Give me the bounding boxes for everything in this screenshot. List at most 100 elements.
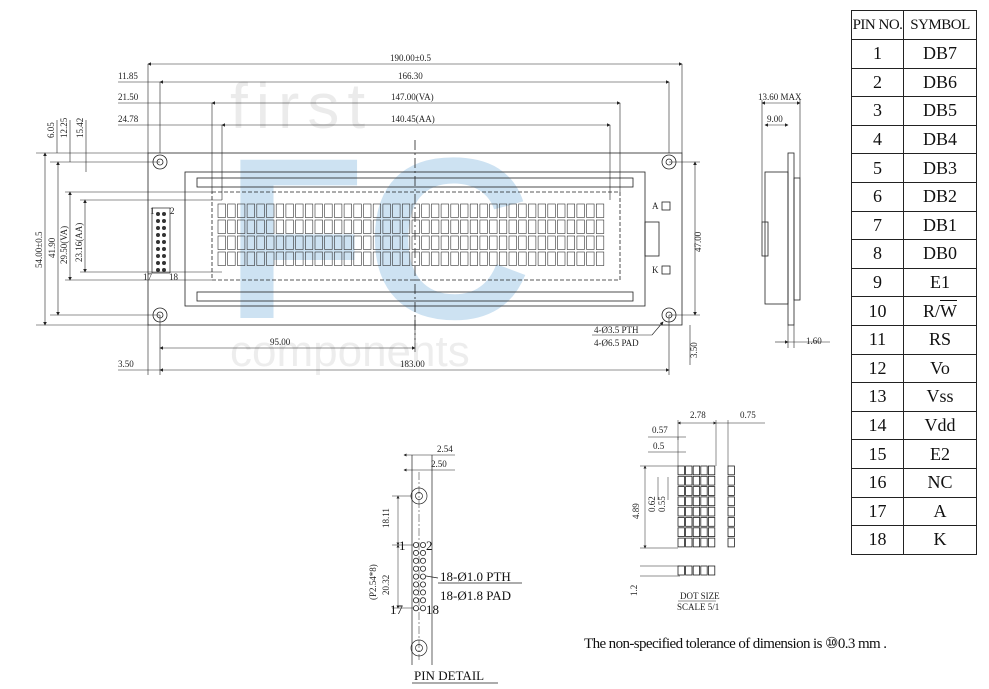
dot: [692, 496, 701, 507]
symbol-cell: DB4: [903, 124, 977, 155]
dot: [700, 496, 708, 507]
dot: [700, 527, 708, 537]
character-cell: [392, 251, 401, 266]
symbol-text: DB4: [922, 129, 957, 150]
character-cell: [372, 251, 382, 266]
symbol-cell: E1: [903, 267, 977, 298]
dot: [727, 486, 735, 496]
character-cell: [256, 235, 265, 250]
character-cell: [227, 251, 236, 266]
character-cell: [557, 251, 566, 266]
symbol-text: A: [933, 500, 947, 521]
dot-size-title: DOT SIZE: [680, 591, 720, 601]
pin-number-cell: 17: [851, 496, 904, 527]
character-cell: [401, 219, 411, 234]
cursor-dot: [700, 565, 708, 576]
character-cell: [586, 203, 595, 218]
character-cell: [508, 235, 517, 250]
symbol-cell: R/W: [903, 296, 977, 326]
character-cell: [498, 235, 508, 250]
character-cell: [528, 251, 537, 266]
pin-number-cell: 1: [851, 39, 904, 69]
character-cell: [518, 251, 527, 266]
character-cell: [324, 251, 333, 266]
character-cell: [421, 203, 430, 218]
character-cell: [382, 235, 391, 250]
pin-dots-detail: [412, 542, 426, 612]
symbol-text: NC: [927, 472, 953, 493]
dot: [677, 486, 685, 496]
character-cell: [576, 235, 585, 250]
dot: [692, 506, 701, 517]
cursor-dot: [685, 565, 693, 576]
symbol-text: DB5: [922, 100, 957, 121]
character-cell: [566, 251, 576, 266]
pad-k: [661, 265, 671, 275]
character-cell: [401, 235, 411, 250]
header-pin: [162, 254, 166, 258]
dot: [708, 517, 716, 527]
symbol-text: DB6: [922, 71, 957, 92]
front-pin17: 17: [143, 272, 153, 282]
cursor-dot: [677, 565, 685, 576]
dot: [692, 465, 701, 476]
character-cell: [256, 203, 265, 218]
symbol-text: R/: [922, 300, 940, 321]
character-cell: [576, 203, 585, 218]
character-cell: [334, 219, 343, 234]
header-pin: [156, 247, 160, 251]
character-cell: [460, 251, 469, 266]
character-cell: [295, 203, 304, 218]
side-lcd: [793, 177, 801, 301]
dim-va-height: 29.50(VA): [59, 226, 69, 264]
side-connector: [761, 221, 769, 257]
dot: [692, 475, 701, 486]
character-cell: [353, 203, 362, 218]
character-cell: [217, 219, 226, 234]
symbol-header: SYMBOL: [903, 10, 977, 40]
dim-hole-height: 47.00: [693, 231, 703, 252]
dot: [685, 527, 693, 537]
character-cell: [285, 251, 294, 266]
dot: [685, 486, 693, 496]
character-cell: [440, 203, 449, 218]
detail-pin: [419, 557, 426, 564]
character-cell: [537, 219, 546, 234]
dot: [685, 517, 693, 527]
dot: [677, 475, 685, 486]
dim-off-12: 12.25: [59, 117, 69, 138]
character-cell: [275, 235, 285, 250]
symbol-cell: E2: [903, 439, 977, 469]
character-cell: [508, 251, 517, 266]
symbol-text: K: [933, 529, 947, 550]
detail-pin17: 17: [390, 602, 404, 617]
dot: [727, 537, 735, 548]
dot: [692, 537, 701, 548]
character-cell: [304, 251, 314, 266]
pin-number-cell: 14: [851, 410, 904, 441]
character-cell: [528, 219, 537, 234]
detail-pin: [419, 542, 426, 549]
pin-number-cell: 4: [851, 124, 904, 155]
character-cell: [450, 203, 459, 218]
pin-number-cell: 15: [851, 439, 904, 469]
detail-pin18: 18: [426, 602, 439, 617]
symbol-text: DB3: [922, 157, 957, 178]
detail-pin: [419, 573, 426, 580]
symbol-cell: A: [903, 496, 977, 527]
pad-label: 18-Ø1.8 PAD: [440, 588, 511, 603]
dim-edge-x: 3.50: [118, 359, 134, 369]
dim-h-062: 0.62: [647, 496, 657, 512]
dim-bezel-width: 166.30: [398, 71, 423, 81]
character-cell: [595, 251, 605, 266]
dim-overall-width: 190.00±0.5: [390, 53, 431, 63]
character-cell: [217, 235, 226, 250]
character-cell: [392, 219, 401, 234]
detail-pin: [412, 565, 419, 572]
character-cell: [237, 219, 246, 234]
symbol-cell: DB6: [903, 67, 977, 98]
dim-w-254: 2.54: [437, 444, 453, 454]
